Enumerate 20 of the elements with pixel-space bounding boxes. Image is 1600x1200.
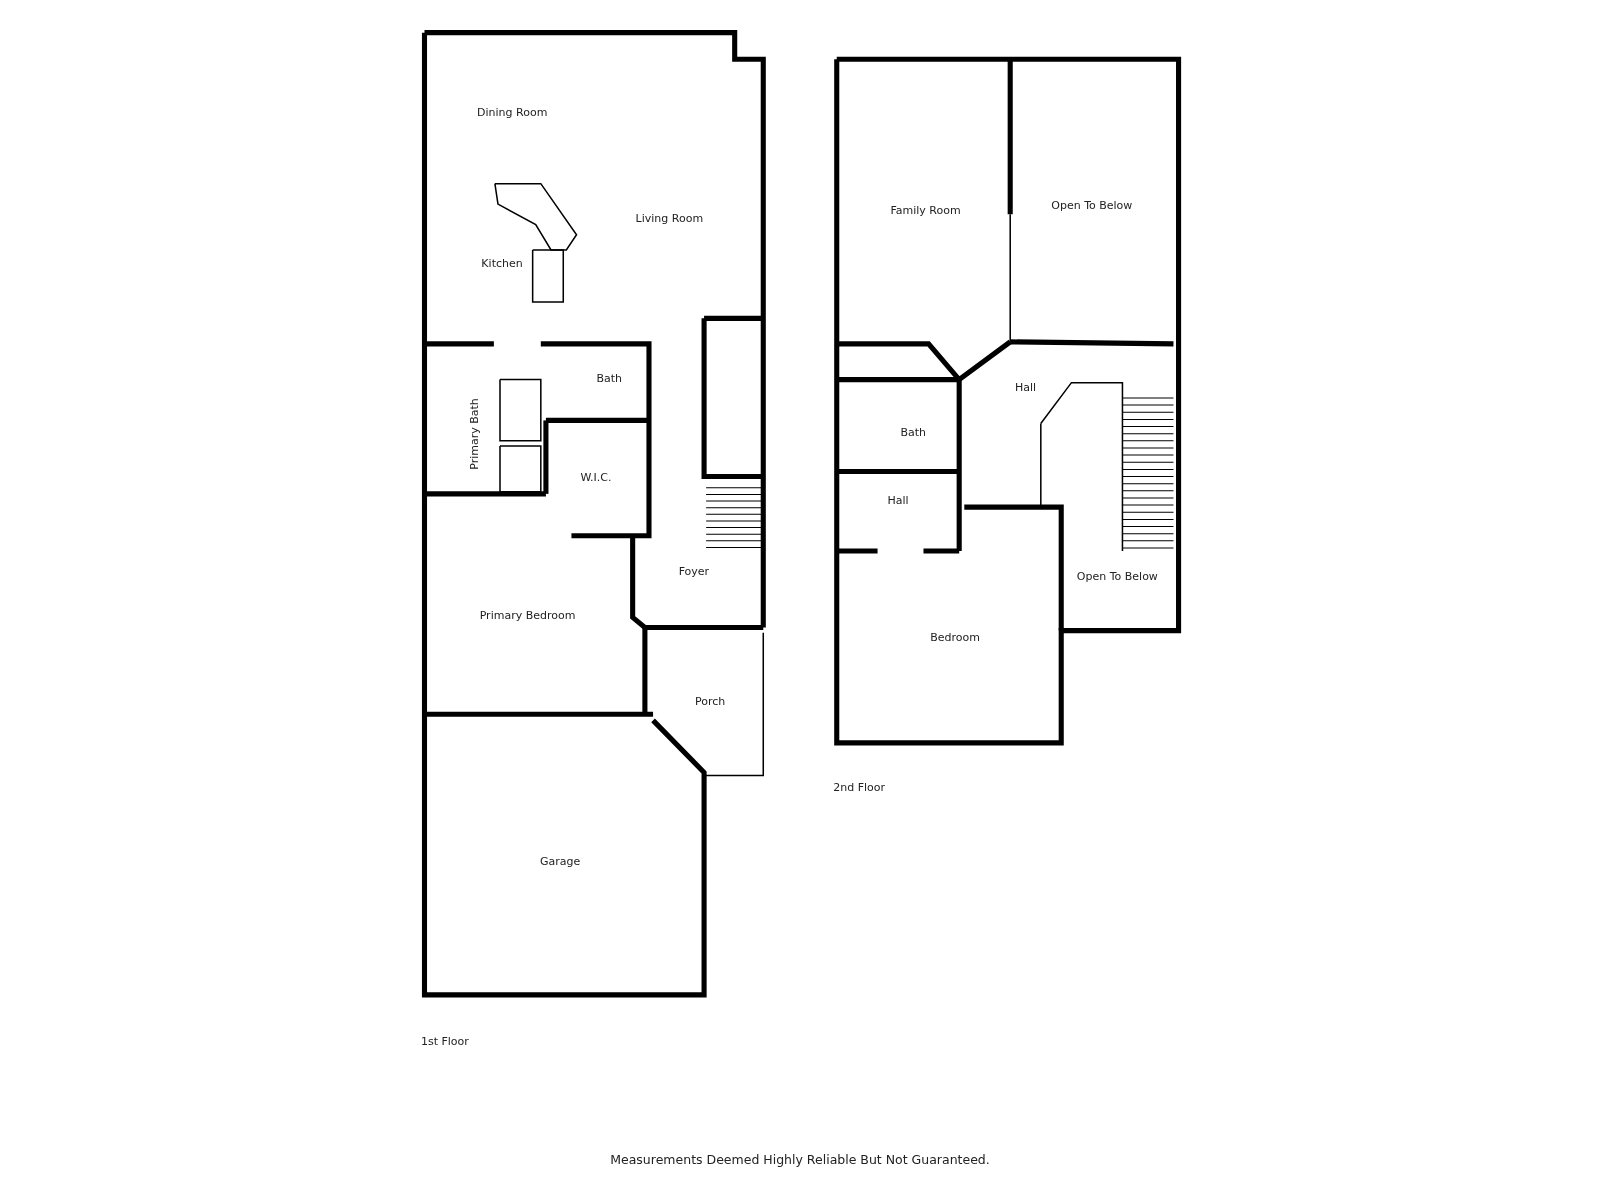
room-label: Dining Room bbox=[477, 105, 548, 119]
room-label: Primary Bath bbox=[468, 397, 481, 470]
room-label: Open To Below bbox=[1051, 198, 1133, 212]
room-label: Hall bbox=[1014, 380, 1037, 394]
room-label: Bedroom bbox=[930, 630, 980, 644]
room-label: Foyer bbox=[678, 564, 710, 578]
room-label: Garage bbox=[540, 854, 581, 868]
floor-label: 2nd Floor bbox=[833, 780, 886, 794]
room-label: Kitchen bbox=[481, 256, 523, 270]
room-label: W.I.C. bbox=[580, 470, 612, 483]
room-label: Primary Bedroom bbox=[479, 608, 576, 622]
floor-label: 1st Floor bbox=[420, 1034, 469, 1048]
caption: Measurements Deemed Highly Reliable But Not Guaranteed. bbox=[610, 1151, 990, 1167]
room-label: Bath bbox=[596, 371, 622, 385]
room-label: Porch bbox=[695, 694, 726, 708]
room-label: Hall bbox=[887, 493, 909, 507]
room-label: Open To Below bbox=[1076, 569, 1158, 582]
room-label: Living Room bbox=[635, 211, 704, 225]
room-label: Bath bbox=[900, 425, 927, 439]
room-label: Family Room bbox=[890, 203, 961, 217]
